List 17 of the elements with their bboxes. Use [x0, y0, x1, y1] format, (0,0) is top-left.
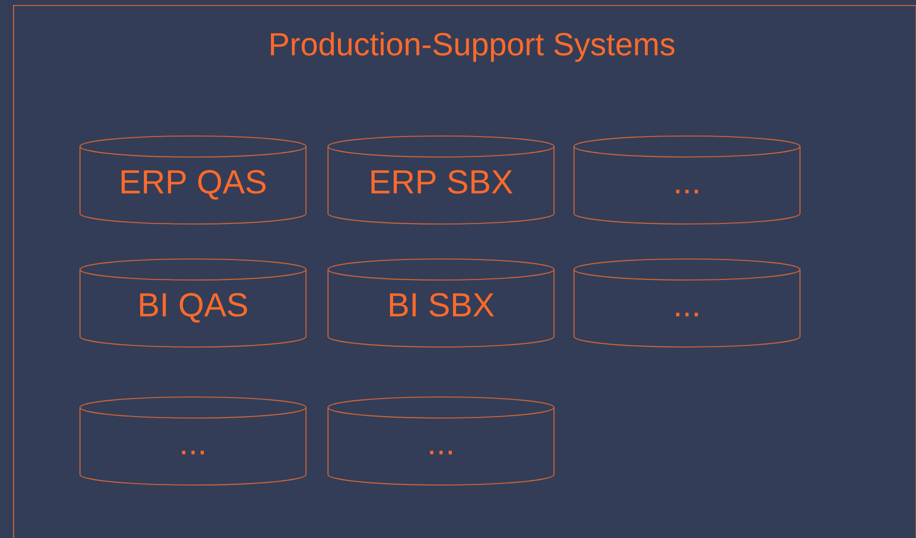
database-cylinder: ... [573, 258, 801, 348]
node-label: BI SBX [390, 293, 494, 317]
database-cylinder: BI SBX [327, 258, 555, 348]
node-label: ERP SBX [372, 170, 513, 194]
database-cylinder: ... [573, 135, 801, 225]
database-cylinder: BI QAS [79, 258, 307, 348]
node-label: ... [430, 450, 452, 454]
node-label: ERP QAS [122, 170, 266, 200]
database-cylinder: ... [327, 396, 555, 486]
node-label: ... [676, 190, 698, 194]
database-cylinder: ERP SBX [327, 135, 555, 225]
node-label: BI QAS [140, 293, 248, 323]
database-cylinder: ERP QAS [79, 135, 307, 225]
database-cylinder: ... [79, 396, 307, 486]
node-label: ... [676, 312, 698, 316]
title: Production-Support Systems [271, 32, 674, 62]
node-label: ... [182, 450, 204, 454]
